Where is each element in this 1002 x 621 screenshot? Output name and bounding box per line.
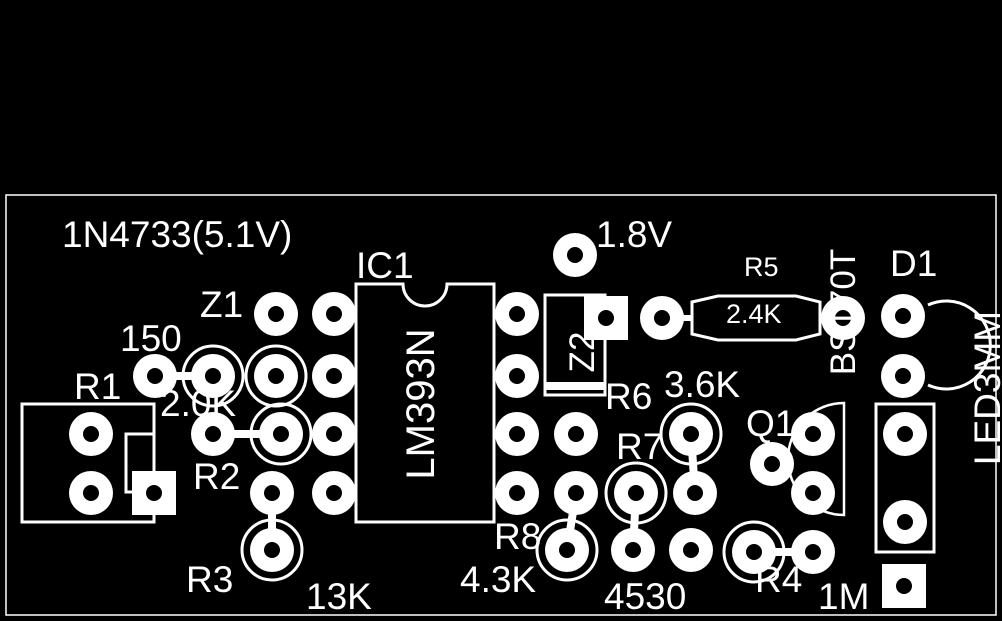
led-pad-1 xyxy=(883,412,927,456)
label-led-part: LED3MM xyxy=(967,310,1002,466)
vref-pad xyxy=(553,233,597,277)
ic1-pin-left-2 xyxy=(312,354,356,398)
r1-body-pad-2 xyxy=(69,471,113,515)
r8-pad-a xyxy=(554,471,598,515)
ic1-pin-left-4 xyxy=(312,471,356,515)
board-outline xyxy=(5,194,997,616)
d1-pad-2 xyxy=(881,354,925,398)
r5-pad-a xyxy=(640,296,684,340)
label-z1: Z1 xyxy=(200,284,244,325)
led-outline xyxy=(874,402,936,554)
label-r3: R3 xyxy=(186,559,234,600)
r6-pad-b xyxy=(673,471,717,515)
z2-outline xyxy=(543,293,607,397)
q1-pad-3 xyxy=(791,471,835,515)
ic1-outline xyxy=(354,282,496,524)
r2-pad-a xyxy=(191,412,235,456)
label-r5: R5 xyxy=(744,252,779,282)
d1-outline xyxy=(927,299,992,391)
ic1-pin-right-3 xyxy=(495,412,539,456)
ic1-pin-right-1 xyxy=(495,292,539,336)
label-v-ref: 1.8V xyxy=(596,214,673,255)
r2-pad-b xyxy=(249,402,313,466)
label-r8: R8 xyxy=(494,516,542,557)
q1-pad-1 xyxy=(791,412,835,456)
label-q1: Q1 xyxy=(746,403,796,444)
label-r5-value: 2.4K xyxy=(726,299,782,329)
label-r8-value: 4.3K xyxy=(460,559,537,600)
label-r2: R2 xyxy=(193,456,241,497)
r1-pad-a xyxy=(133,354,177,398)
d1-pad-1 xyxy=(881,294,925,338)
label-r3-value: 13K xyxy=(306,576,372,617)
led-pad-2 xyxy=(883,500,927,544)
r1-body-pad-3 xyxy=(132,471,176,515)
label-transistor-part: BS170T xyxy=(824,248,863,376)
r1-pad-b xyxy=(181,344,245,408)
r7-pad-b xyxy=(611,528,655,572)
label-zener-main: 1N4733(5.1V) xyxy=(62,214,293,255)
z2-pad xyxy=(584,296,628,340)
r5-outline xyxy=(690,294,822,342)
label-r7: R7 xyxy=(616,426,664,467)
pad-square-bottom xyxy=(882,564,926,608)
z2-band xyxy=(545,382,605,390)
label-r1: R1 xyxy=(74,366,122,407)
label-r6: R6 xyxy=(605,376,653,417)
label-d1: D1 xyxy=(890,243,938,284)
label-r7-value: 4530 xyxy=(604,576,687,617)
pads xyxy=(69,233,927,608)
r4-pad-a xyxy=(722,520,786,584)
ic1-pin-left-1 xyxy=(312,292,356,336)
q1-pad-2 xyxy=(750,442,794,486)
z2-pad-b xyxy=(554,412,598,456)
label-r4-value: 1M xyxy=(818,576,870,617)
ic1-pin-right-2 xyxy=(495,354,539,398)
r4-pad-b xyxy=(791,530,835,574)
r8-pad-b xyxy=(535,518,599,582)
z1-pad-2 xyxy=(244,344,308,408)
r7-pad-a xyxy=(604,461,668,525)
label-r1-value: 150 xyxy=(120,318,182,359)
label-ic1: IC1 xyxy=(356,245,414,286)
r5-pad-b xyxy=(821,296,865,340)
ic1-pin-right-4 xyxy=(495,471,539,515)
label-z2: Z2 xyxy=(563,331,602,373)
r3-pad-a xyxy=(250,471,294,515)
r3-pad-b xyxy=(240,518,304,582)
label-r4: R4 xyxy=(755,559,803,600)
label-ic-part: LM393N xyxy=(399,328,443,480)
r6-pad-a xyxy=(659,402,723,466)
r1-body-pad-1 xyxy=(69,412,113,456)
z1-pad-1 xyxy=(254,292,298,336)
label-r6-value: 3.6K xyxy=(664,364,741,405)
ic1-pin-left-3 xyxy=(312,412,356,456)
r-extra-pad xyxy=(669,528,713,572)
label-r2-value: 2.0K xyxy=(160,383,237,424)
